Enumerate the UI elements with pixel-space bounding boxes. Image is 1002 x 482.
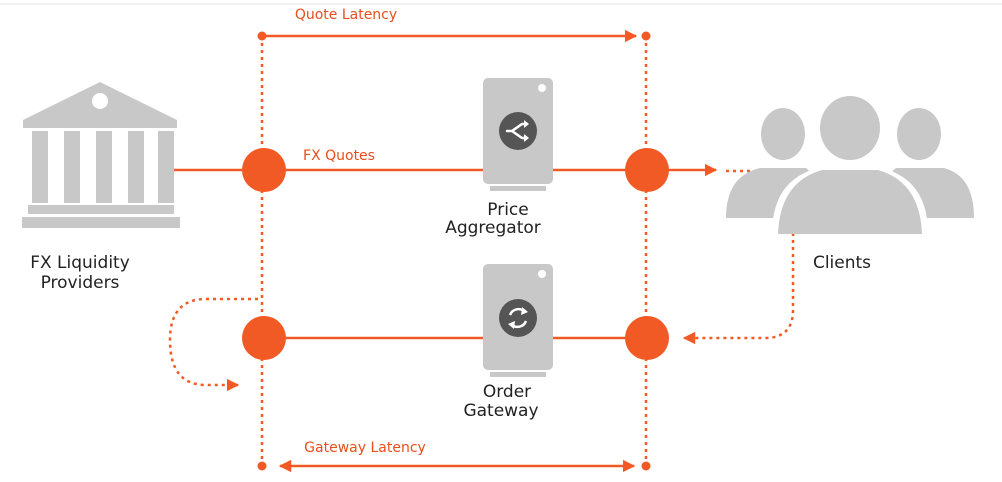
- order-exit-node: [242, 316, 286, 360]
- order-gateway-label-line2: Gateway: [463, 401, 538, 421]
- fx-quotes-label: FX Quotes: [303, 148, 375, 164]
- price-aggregator-label-line1: Price: [487, 200, 528, 220]
- price-aggregator-label-line2: Aggregator: [445, 218, 541, 238]
- client-person-center-icon: [772, 95, 928, 234]
- gateway-latency-label: Gateway Latency: [304, 440, 426, 456]
- gateway-latency-start-dot: [257, 461, 267, 471]
- order-gateway-server-icon: [483, 264, 553, 377]
- quote-latency-measure: [257, 29, 651, 43]
- shuffle-icon: [499, 112, 537, 150]
- order-entry-node: [625, 316, 669, 360]
- clients-order-return-dotted: [682, 212, 795, 345]
- price-aggregator-server-icon: [483, 78, 553, 191]
- order-gateway-label-line1: Order: [483, 382, 531, 402]
- quote-entry-node: [242, 148, 286, 192]
- bank-icon: [22, 82, 180, 228]
- liquidity-providers-label-line2: Providers: [41, 273, 120, 293]
- quote-latency-label: Quote Latency: [295, 7, 397, 23]
- liquidity-providers-label-line1: FX Liquidity: [30, 253, 130, 273]
- gateway-latency-measure: [257, 459, 651, 473]
- quote-latency-end-dot: [641, 31, 651, 41]
- left-loop-dotted-arrow: [168, 297, 258, 392]
- clients-label: Clients: [813, 253, 871, 273]
- quote-exit-node: [625, 148, 669, 192]
- gateway-latency-end-dot: [641, 461, 651, 471]
- clients-group-icon: [726, 95, 974, 234]
- sync-icon: [499, 299, 537, 337]
